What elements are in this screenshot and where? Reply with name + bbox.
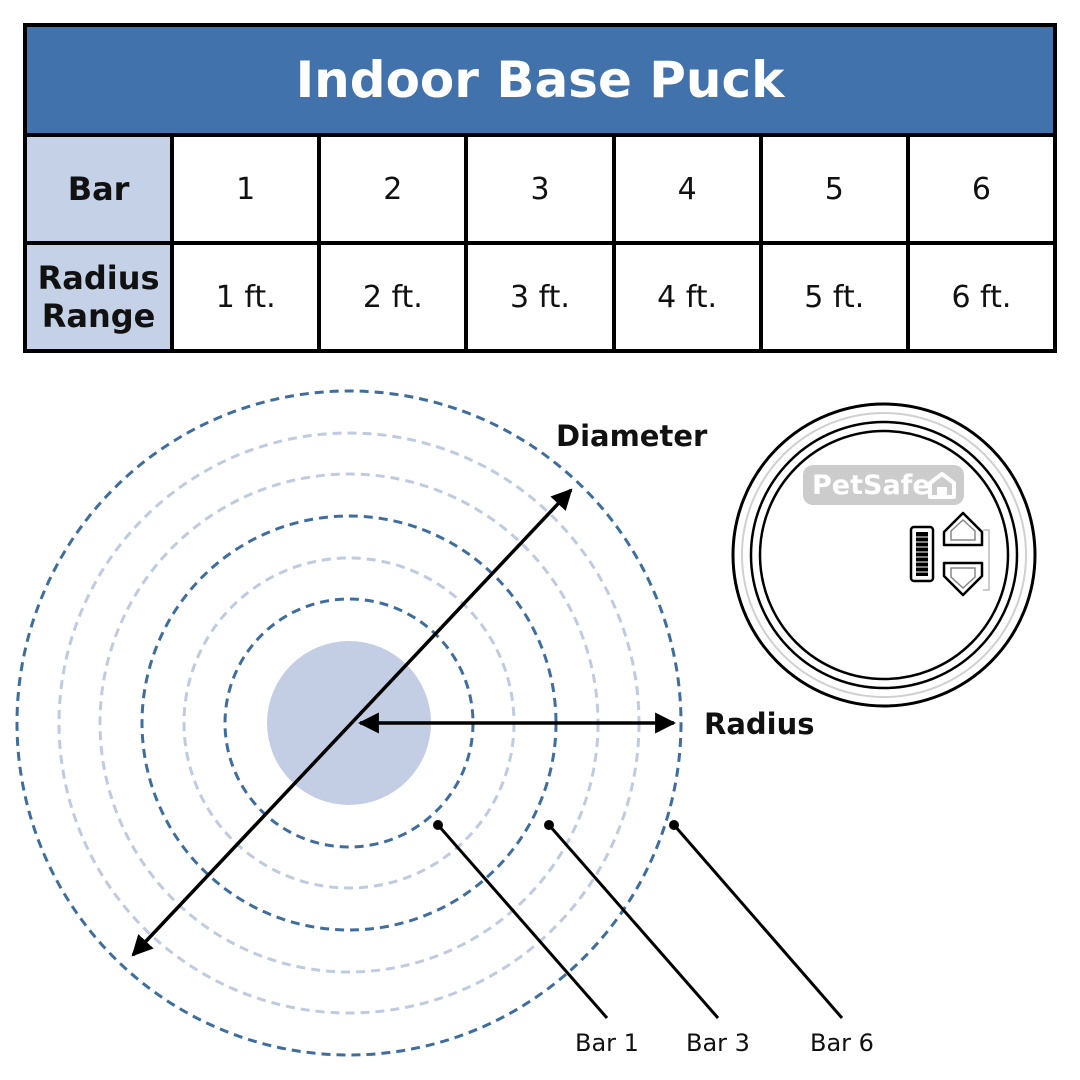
bar-value-5: 5	[758, 133, 910, 245]
callout-bar-6: Bar 6	[669, 820, 874, 1057]
base-puck-device: PetSafe	[731, 402, 1037, 708]
diameter-arrow	[131, 488, 573, 957]
radius-label: Radius	[704, 707, 815, 741]
petsafe-logo-badge	[803, 465, 964, 505]
bar-indicator-display	[909, 525, 935, 583]
radius-value-5: 5 ft.	[758, 241, 910, 353]
ring-bar-6	[15, 389, 683, 1057]
petsafe-logo: PetSafe	[812, 470, 931, 501]
callout-bar-1: Bar 1	[433, 820, 639, 1057]
table-title: Indoor Base Puck	[23, 23, 1057, 137]
bar-value-4: 4	[611, 133, 763, 245]
radius-value-2: 2 ft.	[317, 241, 469, 353]
row-label-radius-range: Radius Range	[22, 241, 175, 353]
up-arrow-button	[942, 511, 984, 547]
radius-value-4: 4 ft.	[611, 241, 763, 353]
row-label-bar: Bar	[22, 133, 175, 245]
bar-3-label: Bar 3	[686, 1029, 750, 1057]
table-row-radius: Radius Range 1 ft. 2 ft. 3 ft. 4 ft. 5 f…	[22, 241, 1058, 353]
down-arrow-button	[942, 561, 984, 597]
radius-value-1: 1 ft.	[170, 241, 322, 353]
bar-1-label: Bar 1	[575, 1029, 639, 1057]
petsafe-house-icon	[928, 472, 956, 499]
radius-range-table: Indoor Base Puck Bar 1 2 3 4 5 6 Radius …	[22, 23, 1058, 353]
bar-6-label: Bar 6	[810, 1029, 874, 1057]
diameter-label: Diameter	[556, 419, 708, 453]
bar-value-2: 2	[317, 133, 469, 245]
radius-value-3: 3 ft.	[464, 241, 616, 353]
bar-value-1: 1	[170, 133, 322, 245]
table-row-bar: Bar 1 2 3 4 5 6	[22, 133, 1058, 245]
radius-value-6: 6 ft.	[905, 241, 1058, 353]
bar-value-6: 6	[905, 133, 1058, 245]
callout-bar-3: Bar 3	[544, 820, 750, 1057]
bar-value-3: 3	[464, 133, 616, 245]
